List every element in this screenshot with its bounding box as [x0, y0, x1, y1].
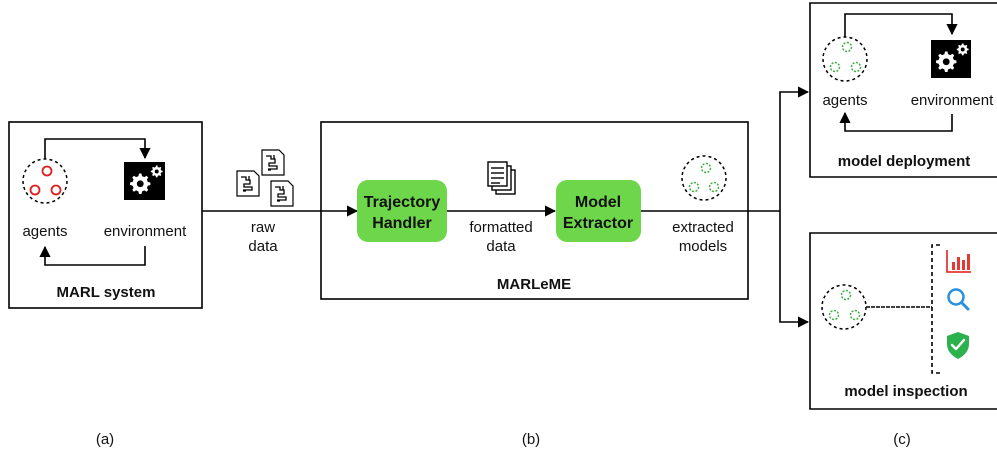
- model-extractor-box: [556, 180, 641, 242]
- raw-data-label-line2: data: [248, 238, 278, 255]
- to-deployment-arrow: [779, 86, 810, 211]
- panel-c-model-deployment: agents environment model deployment: [809, 2, 997, 178]
- environment-gears-icon: [124, 162, 165, 200]
- to-inspection-arrow: [779, 211, 810, 328]
- agents-to-environment-arrow: [44, 138, 151, 160]
- agents-icon: [22, 158, 68, 204]
- panel-b-marleme: Trajectory Handler formatted data Model …: [320, 121, 780, 300]
- trajectory-handler-box: [357, 180, 447, 242]
- trajectory-handler-label-line2: Handler: [372, 215, 432, 232]
- panel-c-model-inspection: model inspection: [809, 232, 997, 410]
- deployment-environment-label: environment: [911, 92, 994, 109]
- model-deployment-box: [809, 2, 997, 178]
- extracted-models-icon: [681, 155, 727, 201]
- agents-label: agents: [22, 223, 67, 240]
- environment-to-agents-arrow: [39, 245, 146, 266]
- caption-a: (a): [96, 431, 114, 448]
- caption-b: (b): [522, 431, 540, 448]
- deployment-agents-label: agents: [822, 92, 867, 109]
- magnifier-icon: [947, 288, 970, 311]
- deployment-env-to-agents-arrow: [839, 111, 953, 132]
- extracted-models-label-line1: extracted: [672, 219, 734, 236]
- bar-chart-icon: [946, 250, 971, 273]
- environment-label: environment: [104, 223, 187, 240]
- formatted-data-label-line2: data: [486, 238, 516, 255]
- marl-system-box: [8, 121, 203, 309]
- model-extractor-label-line1: Model: [575, 194, 621, 211]
- model-inspection-title: model inspection: [844, 383, 967, 400]
- panel-a-marl-system: agents environment MARL system: [8, 121, 203, 309]
- raw-data-files-icon: [236, 149, 294, 207]
- raw-data-label-line1: raw: [251, 219, 275, 236]
- deployment-agents-icon: [822, 36, 868, 82]
- formatted-data-documents-icon: [487, 161, 516, 195]
- deployment-agents-to-env-arrow: [844, 13, 958, 37]
- model-extractor-label-line2: Extractor: [563, 215, 633, 232]
- shield-check-icon: [947, 332, 969, 359]
- trajectory-handler-label-line1: Trajectory: [364, 194, 441, 211]
- extracted-models-label-line2: models: [679, 238, 727, 255]
- formatted-data-label-line1: formatted: [469, 219, 532, 236]
- marl-system-title: MARL system: [57, 284, 156, 301]
- inspection-bracket: [931, 244, 940, 374]
- marleme-title: MARLeME: [497, 276, 571, 293]
- deployment-environment-gears-icon: [931, 40, 971, 78]
- inspection-agents-icon: [821, 284, 867, 330]
- caption-c: (c): [893, 431, 911, 448]
- model-inspection-box: [809, 232, 997, 410]
- model-deployment-title: model deployment: [838, 153, 971, 170]
